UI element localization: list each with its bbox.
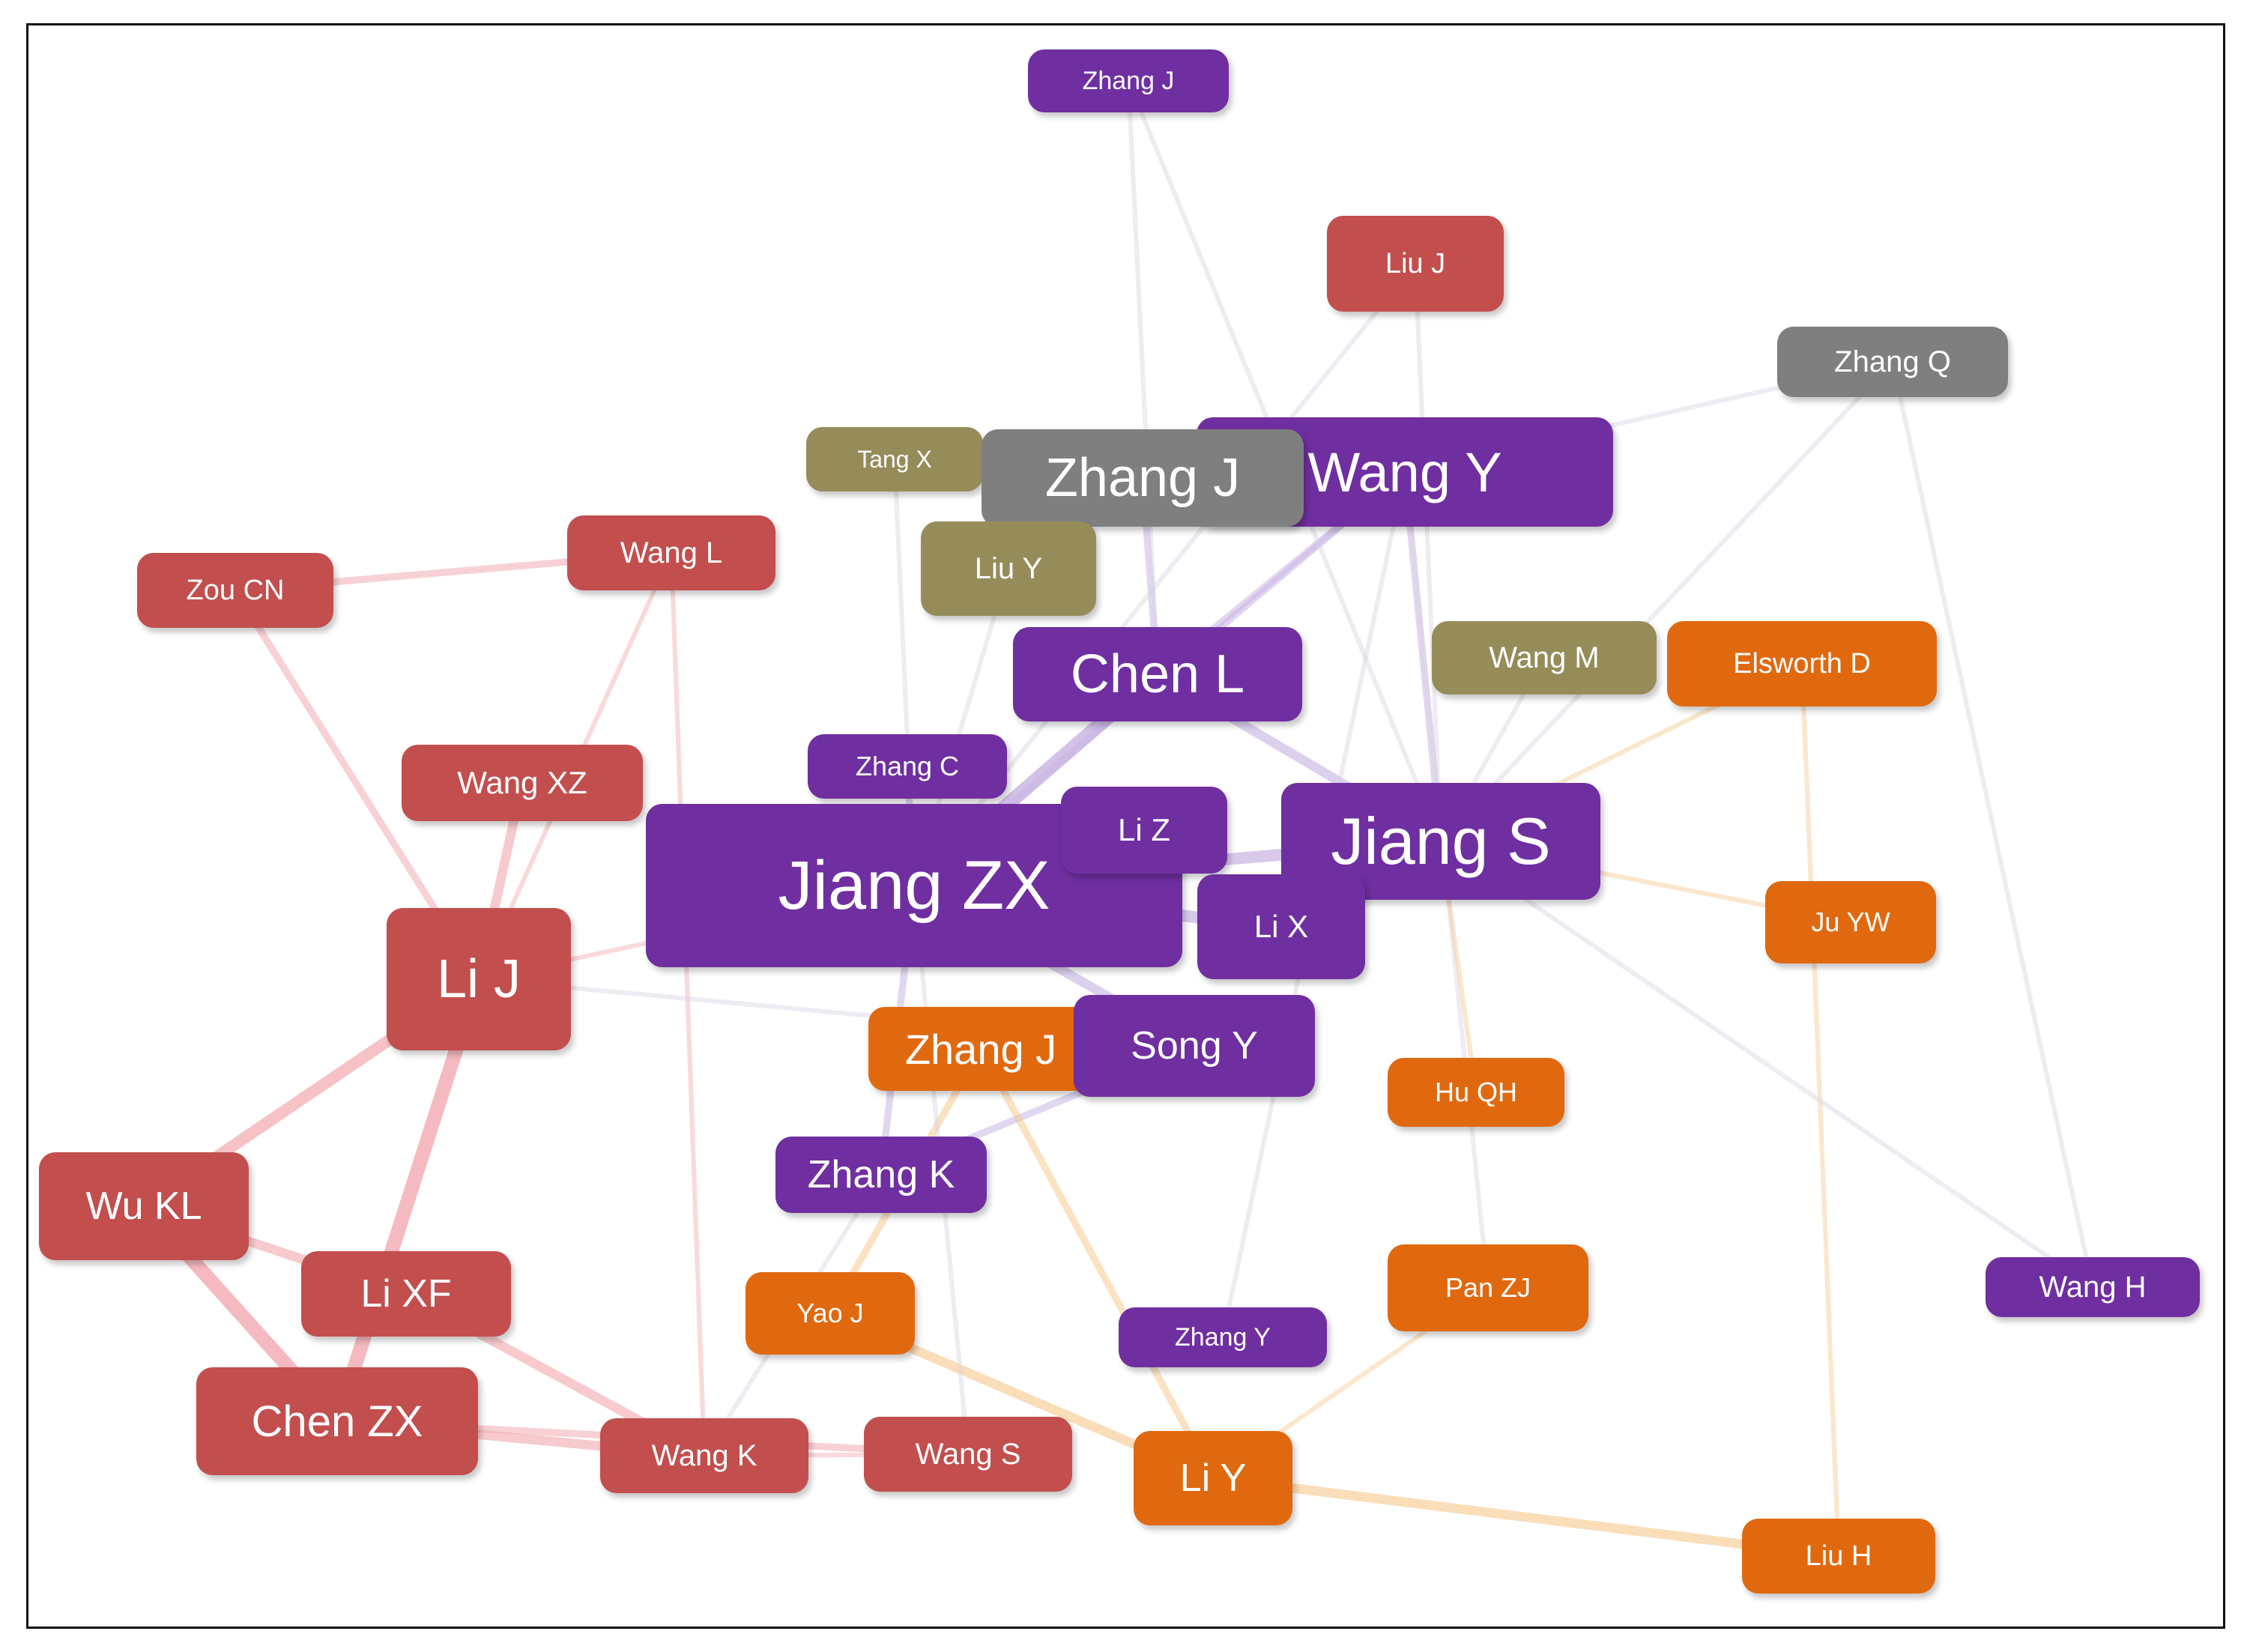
node-zhang-j-purple-top[interactable]: Zhang J: [1028, 49, 1229, 112]
edge-wang_h-jiang_s: [1438, 838, 2096, 1290]
node-hu-qh[interactable]: Hu QH: [1388, 1058, 1564, 1127]
node-li-z[interactable]: Li Z: [1061, 787, 1227, 874]
node-ju-yw[interactable]: Ju YW: [1765, 881, 1936, 963]
node-wang-h[interactable]: Wang H: [1986, 1257, 2200, 1317]
node-elsworth-d[interactable]: Elsworth D: [1667, 621, 1937, 707]
node-zhang-y[interactable]: Zhang Y: [1119, 1307, 1327, 1367]
node-tang-x[interactable]: Tang X: [806, 427, 983, 491]
node-zhang-k[interactable]: Zhang K: [775, 1137, 987, 1213]
edge-wang_l-wang_k: [668, 550, 707, 1459]
edge-elsworth_d-liu_h: [1799, 661, 1842, 1559]
node-wang-l[interactable]: Wang L: [567, 515, 775, 590]
edge-jiang_s-wang_y: [1401, 468, 1445, 845]
node-chen-zx[interactable]: Chen ZX: [196, 1367, 478, 1475]
edge-li_j-chen_zx: [330, 972, 486, 1429]
node-liu-h[interactable]: Liu H: [1742, 1519, 1935, 1594]
edge-wang_h-zhang_q: [1890, 359, 2096, 1290]
node-zhang-c[interactable]: Zhang C: [808, 734, 1007, 799]
node-li-xf[interactable]: Li XF: [301, 1251, 511, 1337]
node-yao-j[interactable]: Yao J: [746, 1272, 915, 1355]
edge-liu_j-jiang_s: [1412, 261, 1444, 844]
node-liu-j[interactable]: Liu J: [1327, 216, 1504, 312]
node-song-y[interactable]: Song Y: [1074, 995, 1315, 1097]
node-zhang-j-orange[interactable]: Zhang J: [868, 1007, 1093, 1091]
node-wang-m[interactable]: Wang M: [1432, 621, 1657, 695]
node-wang-xz[interactable]: Wang XZ: [402, 745, 643, 821]
node-zhang-j-gray[interactable]: Zhang J: [982, 429, 1304, 527]
node-wu-kl[interactable]: Wu KL: [39, 1152, 249, 1260]
edge-zhangj_orange-li_y: [977, 1045, 1217, 1482]
node-li-y[interactable]: Li Y: [1134, 1431, 1292, 1525]
node-wang-s[interactable]: Wang S: [864, 1417, 1072, 1492]
node-pan-zj[interactable]: Pan ZJ: [1388, 1244, 1588, 1331]
node-chen-l[interactable]: Chen L: [1013, 627, 1302, 721]
edge-zhangj_top-chen_l: [1125, 78, 1161, 677]
node-zou-cn[interactable]: Zou CN: [137, 553, 333, 628]
node-liu-y[interactable]: Liu Y: [921, 521, 1096, 616]
edge-li_y-liu_h: [1208, 1473, 1844, 1561]
node-li-x[interactable]: Li X: [1197, 874, 1365, 979]
node-zhang-q[interactable]: Zhang Q: [1777, 327, 2008, 397]
node-li-j[interactable]: Li J: [387, 908, 571, 1050]
node-wang-k[interactable]: Wang K: [600, 1418, 808, 1493]
edge-zhang_q-jiang_s: [1438, 359, 1896, 844]
